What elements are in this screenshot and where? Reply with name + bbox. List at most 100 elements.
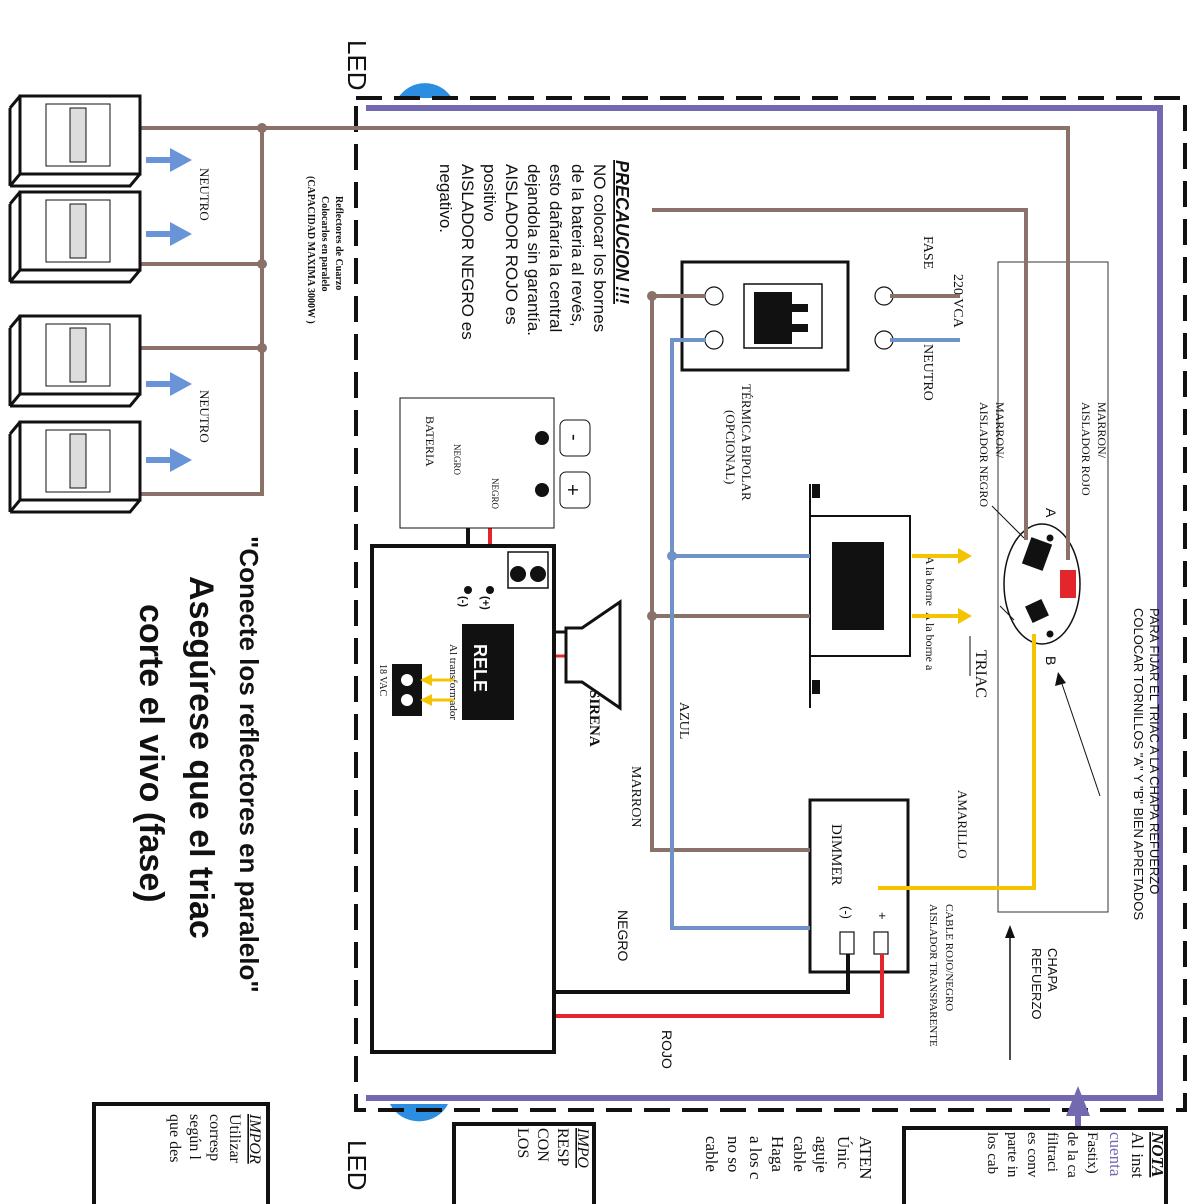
rojo-label: ROJO <box>659 1030 675 1069</box>
terminal-plus-label: (+) <box>479 596 491 610</box>
headline-line2: Asegúrese que el triac <box>182 576 220 939</box>
importante-2-line-2: Utilizar <box>226 1114 243 1164</box>
junction-brown-4 <box>647 291 657 301</box>
battery-terminal-minus <box>535 431 549 445</box>
atencion-line-1: ATEN <box>856 1136 875 1179</box>
precaucion-line-2: de la bateria al revés, <box>568 164 587 327</box>
battery-terminal-plus <box>535 483 549 497</box>
headline-line1: "Conecte los reflectores en paralelo" <box>234 536 264 993</box>
nota-line-5: de la ca <box>1064 1132 1080 1178</box>
transformer-connector <box>392 664 422 716</box>
reflector-1 <box>8 94 142 188</box>
nota-line-2: Al inst <box>1128 1132 1147 1178</box>
breaker-terminal-bottom-left <box>704 286 724 306</box>
negro-label: NEGRO <box>615 910 631 961</box>
relay <box>462 624 514 720</box>
fix-note-line1: PARA FIJAR EL TRIAC A LA CHAPA REFUERZO <box>1147 608 1162 894</box>
siren-horn <box>564 599 622 711</box>
wire-yellow <box>878 634 1036 890</box>
junction-brown-3 <box>257 343 267 353</box>
relay-label: RELE <box>470 644 490 692</box>
atencion-line-2: Únic <box>834 1136 853 1170</box>
triac-black-terminal-a <box>1021 537 1053 571</box>
enclosure-outline <box>354 96 1187 1112</box>
nota-line-3: cuenta <box>1106 1132 1125 1177</box>
precaucion-line-8: negativo. <box>436 164 455 233</box>
importante-2-line-3: corresp <box>206 1114 223 1161</box>
siren-label: SIRENA <box>586 690 602 747</box>
marron-rojo-line1: MARRON/ <box>1095 402 1109 459</box>
triac-label: TRIAC <box>972 650 989 698</box>
wire-black-dimmer <box>532 738 850 994</box>
marron-negro-pointer <box>991 505 1025 539</box>
atencion-line-6: a los c <box>746 1136 765 1180</box>
dimmer-label: DIMMER <box>828 824 844 886</box>
cable-rojo-negro-label: CABLE ROJO/NEGRO <box>943 904 955 1011</box>
nota-line-9: los cab <box>984 1132 1000 1174</box>
importante-2-line-1: IMPOR <box>246 1113 263 1164</box>
fix-note-line2: COLOCAR TORNILLOS "A" Y "B" BIEN APRETAD… <box>1131 608 1146 920</box>
junction-brown-5 <box>647 611 657 621</box>
reflector-3 <box>8 314 142 408</box>
battery-negro-wire-label: NEGRO <box>490 478 500 509</box>
importante-2-line-5: que des <box>166 1114 183 1162</box>
triac-plate <box>1003 523 1081 645</box>
atencion-line-4: cable <box>790 1136 809 1172</box>
termica-line1: TÉRMICA BIPOLAR <box>739 384 754 501</box>
transformer-pin-1 <box>401 674 413 686</box>
importante-1-line-3: CON <box>534 1128 551 1162</box>
screw-b-pointer <box>1059 677 1101 797</box>
nota-box <box>902 1126 1168 1204</box>
dimmer-plus-label: + <box>875 912 890 920</box>
precaucion-line-4: dejandola sin garantía. <box>524 164 543 336</box>
screw-b-label: B <box>1043 656 1059 665</box>
importante-2-box <box>92 1102 270 1204</box>
wire-brown-breaker-out <box>650 294 810 852</box>
importante-1-line-2: RESP <box>554 1128 571 1166</box>
junction-brown-2 <box>257 259 267 269</box>
screw-b <box>1046 630 1054 638</box>
siren-connector-pin-1 <box>510 566 526 582</box>
neutro-breaker-label: NEUTRO <box>920 344 935 401</box>
precaucion-line-7: AISLADOR NEGRO es <box>458 164 477 340</box>
dimmer-plus-terminal <box>873 931 889 955</box>
junction-blue-1 <box>667 551 677 561</box>
marron-rojo-line2: AISLADOR ROJO <box>1079 402 1093 496</box>
transformer-arrow-1-head <box>420 674 432 686</box>
importante-1-box <box>452 1122 596 1204</box>
importante-1-line-4: LOS <box>514 1128 531 1158</box>
marron-negro-line2: AISLADOR NEGRO <box>977 402 991 507</box>
nota-line-4: Fastix) <box>1084 1132 1100 1174</box>
triac-red-terminal <box>1060 570 1076 598</box>
triac-black-terminal-b <box>1025 599 1049 623</box>
precaucion-title: PRECAUCION !!! <box>612 160 632 304</box>
nota-line-1: NOTA <box>1148 1131 1167 1177</box>
yellow-arrow-2-head <box>958 608 972 624</box>
triac-pointer <box>999 605 1015 621</box>
atencion-line-5: Haga <box>768 1136 787 1172</box>
triac-window <box>832 542 884 630</box>
led-bottom-label: LED <box>342 1140 372 1191</box>
aislador-transparente-label: AISLADOR TRANSPARENTE <box>927 904 939 1047</box>
chapa-refuerzo-line1: CHAPA <box>1045 948 1060 992</box>
reflectores-line2: Colocarlos en paralelo <box>319 196 330 292</box>
reflectores-line3: (CAPACIDAD MAXIMA 3000W ) <box>305 176 316 324</box>
precaucion-line-5: AISLADOR ROJO es <box>502 164 521 325</box>
led-cable-arrow <box>1066 1086 1090 1116</box>
azul-label: AZUL <box>676 702 691 739</box>
reflector-2 <box>8 190 142 284</box>
reflectores-line1: Reflectores de Cuarzo <box>333 196 344 290</box>
a-la-borne-1: A la borne <box>923 556 937 606</box>
chapa-refuerzo-plate <box>997 261 1109 913</box>
precaucion-line-3: esto dañaría la central <box>546 164 565 332</box>
atencion-line-3: aguje <box>812 1136 831 1173</box>
neutro-arrows <box>146 148 192 472</box>
a-la-borne-2: A la borne a <box>923 612 937 671</box>
marron-negro-line1: MARRON/ <box>993 402 1007 459</box>
nota-line-7: es conv <box>1024 1132 1040 1178</box>
fase-label: FASE <box>920 236 935 269</box>
triac-flange-bottom <box>812 680 820 694</box>
termica-line2: (OPCIONAL) <box>723 410 738 484</box>
importante-1-line-1: IMPO <box>574 1127 591 1168</box>
precaucion-line-6: positivo <box>480 164 499 222</box>
